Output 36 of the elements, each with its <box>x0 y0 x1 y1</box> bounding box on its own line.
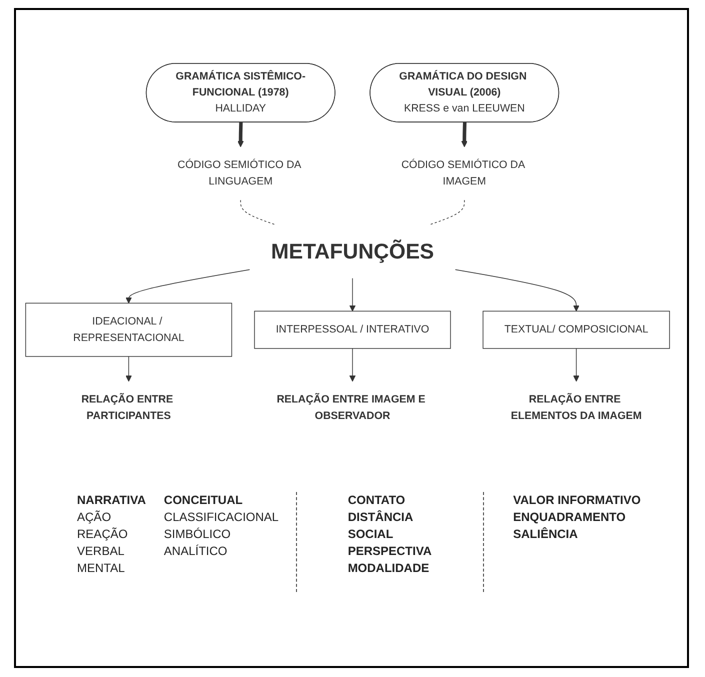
arrow <box>126 269 250 304</box>
category-term: AÇÃO <box>77 509 112 526</box>
connector <box>240 200 277 226</box>
category-heading: NARRATIVA <box>77 492 146 509</box>
arrow <box>454 269 580 312</box>
category-term: REAÇÃO <box>77 526 129 543</box>
arrow <box>349 348 356 382</box>
node-text: RELAÇÃO ENTRE ELEMENTOS DA IMAGEM <box>510 393 642 422</box>
category-heading: CONCEITUAL <box>164 492 244 509</box>
arrow <box>573 348 580 382</box>
category-term: MENTAL <box>77 560 126 577</box>
node-box: TEXTUAL/ COMPOSICIONAL <box>482 310 670 349</box>
category-term: ANALÍTICO <box>164 543 228 560</box>
connector <box>428 200 465 226</box>
node-text: CÓDIGO SEMIÓTICO DA IMAGEM <box>401 158 524 188</box>
category-heading: SALIÊNCIA <box>513 526 579 543</box>
node-text: RELAÇÃO ENTRE PARTICIPANTES <box>81 393 174 422</box>
category-heading: ENQUADRAMENTO <box>513 509 627 526</box>
category-heading: DISTÂNCIA <box>348 509 414 526</box>
arrow <box>237 122 244 148</box>
category-heading: PERSPECTIVA <box>348 543 432 560</box>
arrow <box>126 356 132 382</box>
category-term: SIMBÓLICO <box>164 526 232 543</box>
category-term: CLASSIFICACIONAL <box>164 509 279 526</box>
category-heading: MODALIDADE <box>348 560 430 577</box>
category-heading: VALOR INFORMATIVO <box>513 492 641 509</box>
node-text: RELAÇÃO ENTRE IMAGEM E OBSERVADOR <box>276 393 426 422</box>
node-box: INTERPESSOAL / INTERATIVO <box>254 310 451 349</box>
node-text: METAFUNÇÕES <box>270 240 434 264</box>
category-heading: SOCIAL <box>348 526 394 543</box>
node-text: CÓDIGO SEMIÓTICO DA LINGUAGEM <box>178 158 301 188</box>
category-term: VERBAL <box>77 543 126 560</box>
arrow <box>461 122 468 148</box>
category-heading: CONTATO <box>348 492 406 509</box>
node-box: IDEACIONAL / REPRESENTACIONAL <box>25 302 232 357</box>
arrow <box>349 278 356 312</box>
